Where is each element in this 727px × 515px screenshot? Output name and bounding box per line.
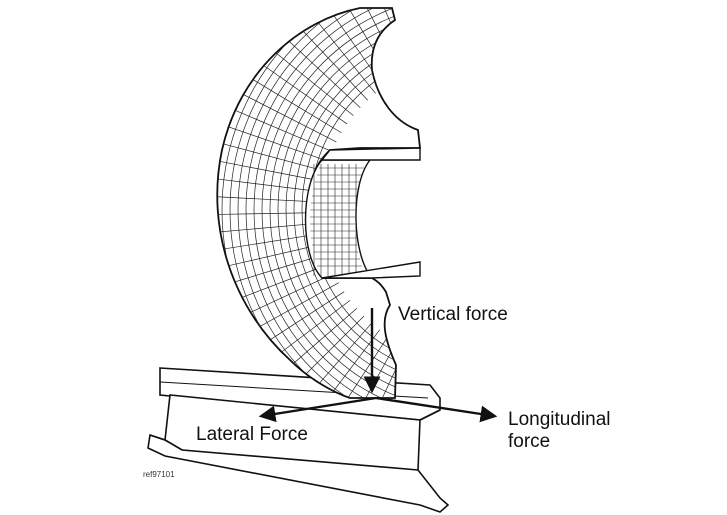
- vertical-force-label: Vertical force: [398, 304, 508, 325]
- longitudinal-force-label: Longitudinal force: [508, 409, 610, 453]
- wheel-mesh-radial-line: [420, 0, 441, 63]
- longitudinal-force-label-line1: Longitudinal: [508, 409, 611, 430]
- wheel-mesh-arc: [221, 8, 420, 398]
- rail: [147, 367, 450, 513]
- lateral-force-arrow: [258, 396, 377, 423]
- lateral-force-label: Lateral Force: [196, 424, 308, 445]
- wheel-mesh-arc: [229, 8, 420, 398]
- wheel-mesh-arc: [253, 8, 420, 398]
- reference-code: ref97101: [143, 470, 175, 479]
- wheel-mesh-radial-line: [438, 0, 451, 61]
- longitudinal-force-label-line2: force: [508, 431, 551, 452]
- hub-bore: [304, 159, 374, 279]
- longitudinal-force-arrow: [375, 396, 498, 423]
- wheel-mesh-arc: [245, 8, 420, 398]
- wheel-mesh-radial-line: [402, 8, 420, 66]
- wheel-mesh-arc: [261, 8, 420, 398]
- rail-foot: [147, 433, 450, 513]
- wheel-mesh-arc: [237, 8, 420, 398]
- wheel-mesh-radial-line: [447, 359, 457, 469]
- force-arrows: [258, 308, 498, 423]
